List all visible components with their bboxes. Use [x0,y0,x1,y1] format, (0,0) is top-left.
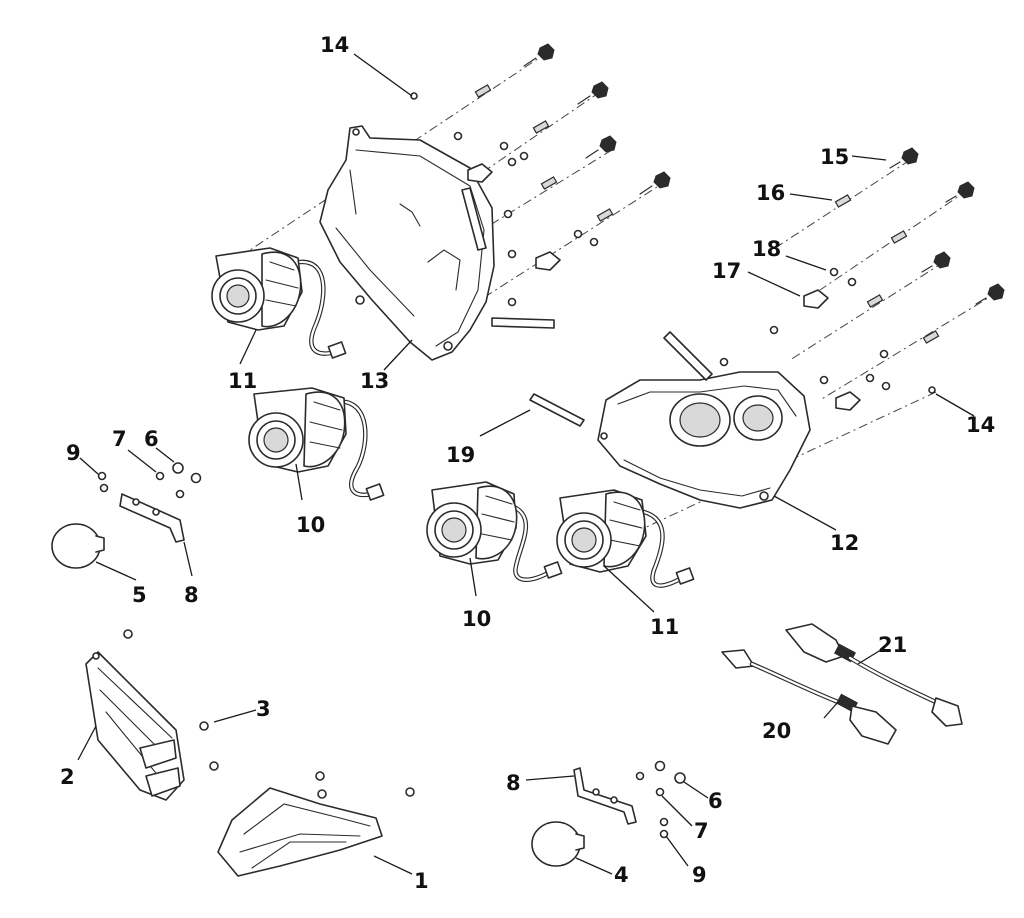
callout-12: 12 [830,531,859,555]
screw-3 [123,629,219,771]
callout-10-lower: 10 [462,607,491,631]
right-headlight-housing [597,371,811,509]
right-bracket-8 [573,767,637,825]
left-headlight-housing [319,125,495,361]
leader-lines [77,53,975,875]
callout-6-right: 6 [708,789,723,813]
callout-13: 13 [360,369,389,393]
callout-14-right: 14 [966,413,995,437]
callout-2: 2 [60,765,75,789]
callout-21: 21 [878,633,907,657]
callout-20: 20 [762,719,791,743]
right-housing-hardware [719,147,1005,411]
left-fasteners-6-7-9 [97,462,202,499]
callout-14-top: 14 [320,33,349,57]
left-housing-hardware [410,43,671,307]
callout-11-upper: 11 [228,369,257,393]
callout-8-right: 8 [506,771,521,795]
callout-3: 3 [256,697,271,721]
callout-6-left: 6 [144,427,159,451]
callout-9-right: 9 [692,863,707,887]
callout-1: 1 [414,869,429,893]
callout-8-left: 8 [184,583,199,607]
callout-19: 19 [446,443,475,467]
mounting-bracket-1 [217,771,415,877]
adjuster-strips [461,187,713,427]
turn-signal-20 [721,649,897,745]
callout-18: 18 [752,237,781,261]
left-bracket-8 [119,493,185,543]
callout-4: 4 [614,863,629,887]
projector-lamp-10-lower [426,481,563,582]
left-marker-lamp-5 [51,523,105,569]
projector-lamp-11-lower [556,489,695,588]
projector-lamp-10-upper [248,387,385,501]
callout-7-left: 7 [112,427,127,451]
right-marker-lamp-4 [531,821,585,867]
callout-labels: 14 15 16 18 17 14 19 12 11 13 10 10 11 9… [60,33,995,893]
right-fasteners-6-7-9 [635,760,686,839]
mounting-bracket-2 [85,651,185,801]
callout-17: 17 [712,259,741,283]
callout-16: 16 [756,181,785,205]
projector-lamp-11-upper [211,247,347,359]
callout-9-left: 9 [66,441,81,465]
callout-10-upper: 10 [296,513,325,537]
callout-5: 5 [132,583,147,607]
callout-7-right: 7 [694,819,709,843]
callout-11-lower: 11 [650,615,679,639]
callout-15: 15 [820,145,849,169]
